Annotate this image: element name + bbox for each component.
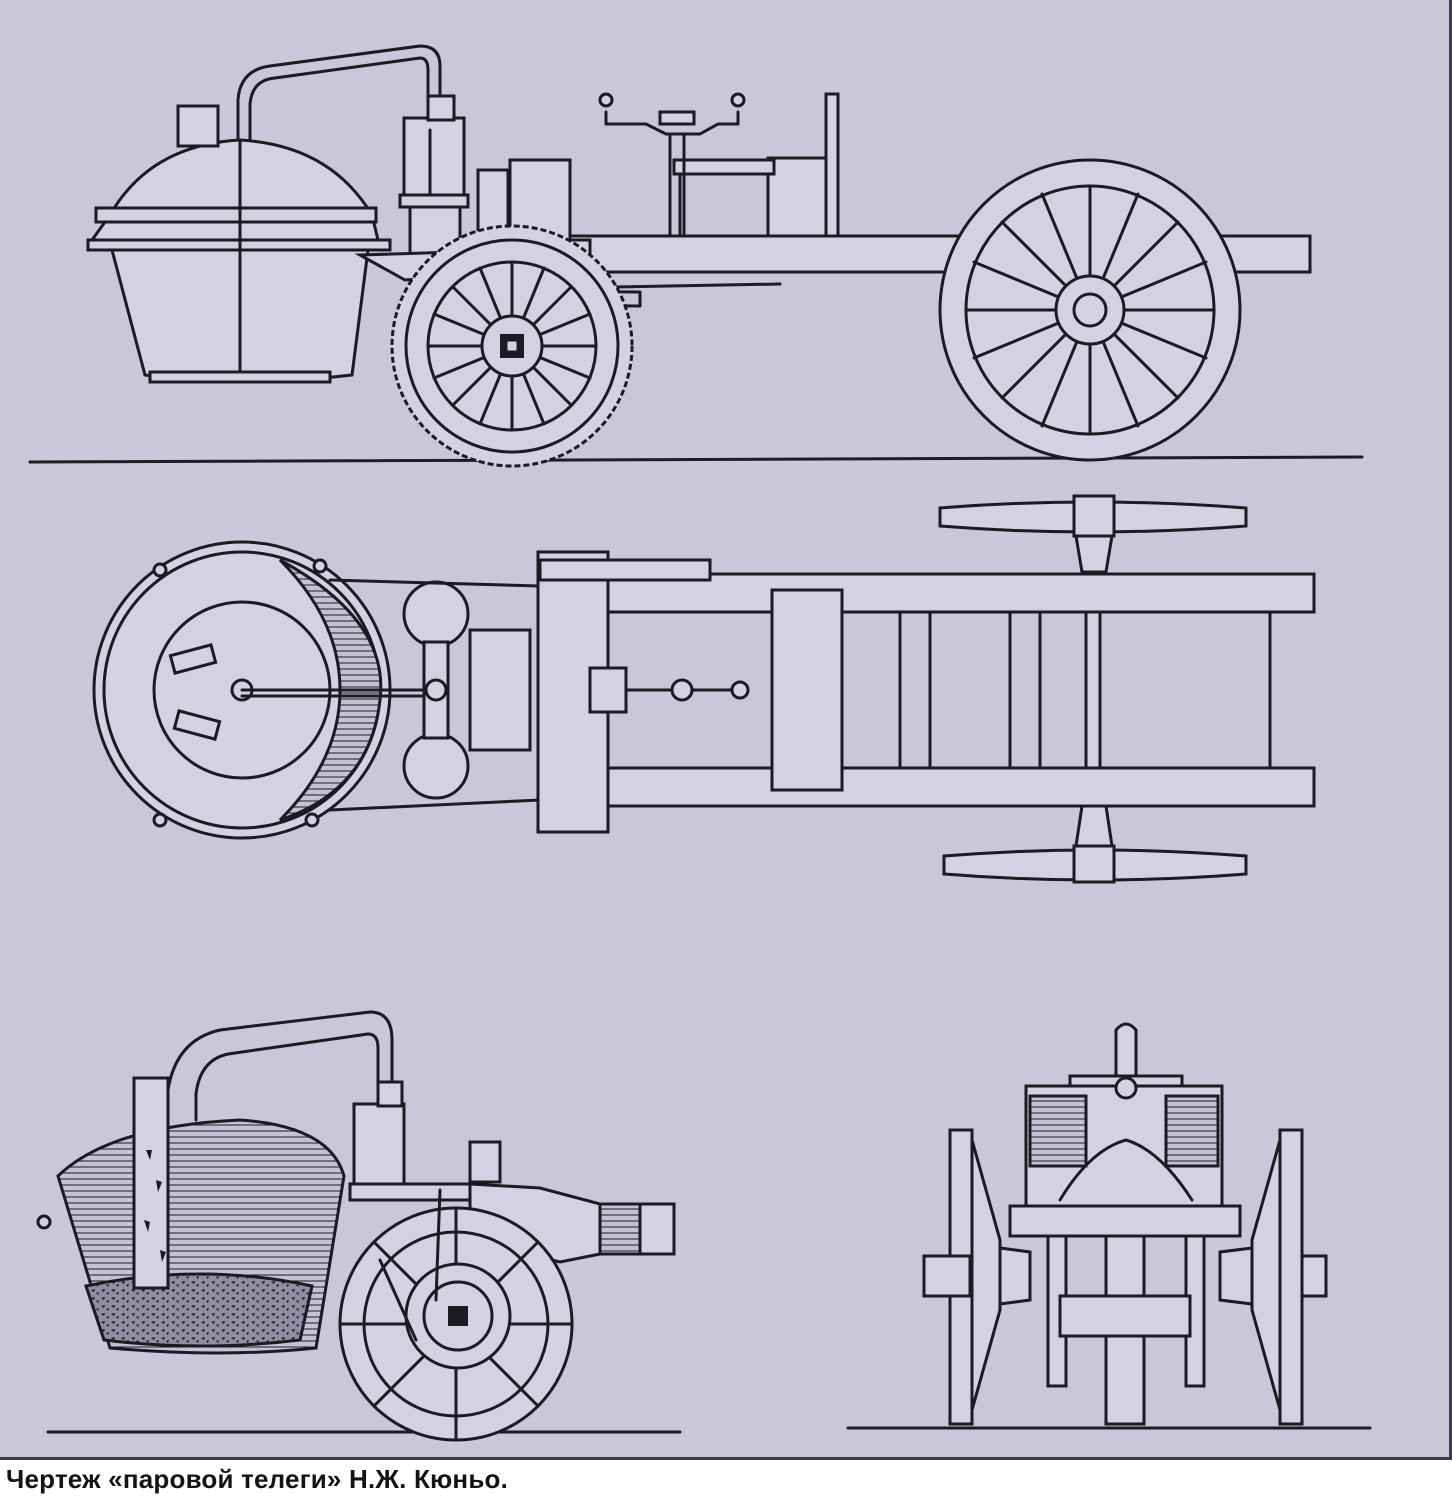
steam-pipe-section xyxy=(166,1010,394,1120)
figure-caption: Чертеж «паровой телеги» Н.Ж. Кюньо. xyxy=(6,1464,509,1494)
plan-view xyxy=(92,494,1316,884)
rear-wheel xyxy=(938,158,1242,462)
front-drive-wheel xyxy=(390,224,634,468)
engine-front xyxy=(1008,1022,1242,1426)
blueprint-drawing xyxy=(28,44,1372,1442)
front-view xyxy=(846,1022,1372,1430)
front-wheels xyxy=(922,1128,1328,1426)
section-view xyxy=(36,1010,682,1442)
drive-wheel-section xyxy=(338,1188,574,1442)
boiler-section xyxy=(36,1076,346,1355)
cylinders xyxy=(398,94,470,392)
side-elevation-view xyxy=(28,44,1364,468)
rear-axle-plan xyxy=(938,494,1248,884)
ground-line-top xyxy=(28,455,1364,464)
steering-column xyxy=(598,92,746,238)
frame-plan xyxy=(468,550,1316,834)
driver-seat xyxy=(672,92,840,238)
boiler xyxy=(86,104,392,384)
steam-pipe xyxy=(236,44,442,142)
drawing-plate xyxy=(0,0,1452,1460)
